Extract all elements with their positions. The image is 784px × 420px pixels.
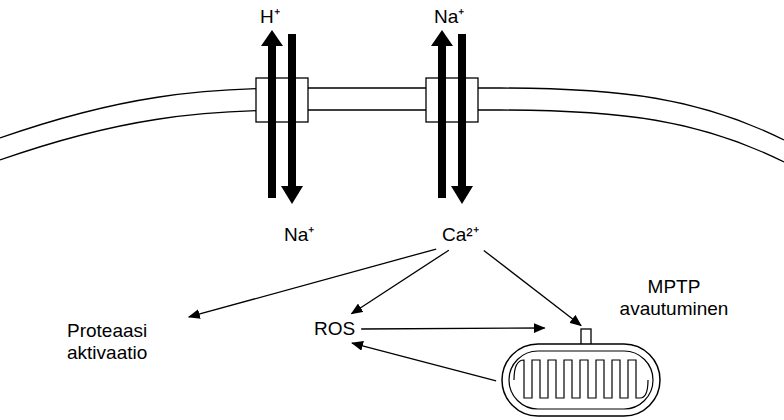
membrane-line	[0, 88, 784, 140]
node-label: Na⁺	[284, 224, 314, 246]
node-label: ROS	[314, 318, 355, 340]
text-node: Na⁺	[282, 222, 316, 248]
exchanger-box	[256, 78, 308, 122]
node-label: Proteaasi aktivaatio	[67, 320, 183, 364]
arrow-connector	[352, 343, 496, 381]
arrow-connector	[351, 250, 448, 314]
mitochondrion-symbol	[500, 328, 662, 418]
text-node: ROS	[312, 316, 357, 342]
pore-label: MPTP avautuminen	[612, 276, 736, 320]
arrow-connector	[361, 327, 544, 329]
mitochondrion-node: MPTP avautuminen	[500, 328, 662, 418]
node-label: Ca²⁺	[442, 224, 479, 246]
node-label: Na⁺	[434, 6, 464, 28]
node-label: H⁺	[260, 6, 280, 28]
membrane-line	[0, 110, 784, 162]
exchanger-box	[426, 78, 478, 122]
exchanger-arrows	[261, 30, 473, 204]
text-node: Na⁺	[432, 4, 466, 30]
text-node: Proteaasi aktivaatio	[65, 318, 185, 366]
text-node: H⁺	[258, 4, 282, 30]
arrow-connector	[484, 250, 581, 325]
text-node: Ca²⁺	[440, 222, 481, 248]
